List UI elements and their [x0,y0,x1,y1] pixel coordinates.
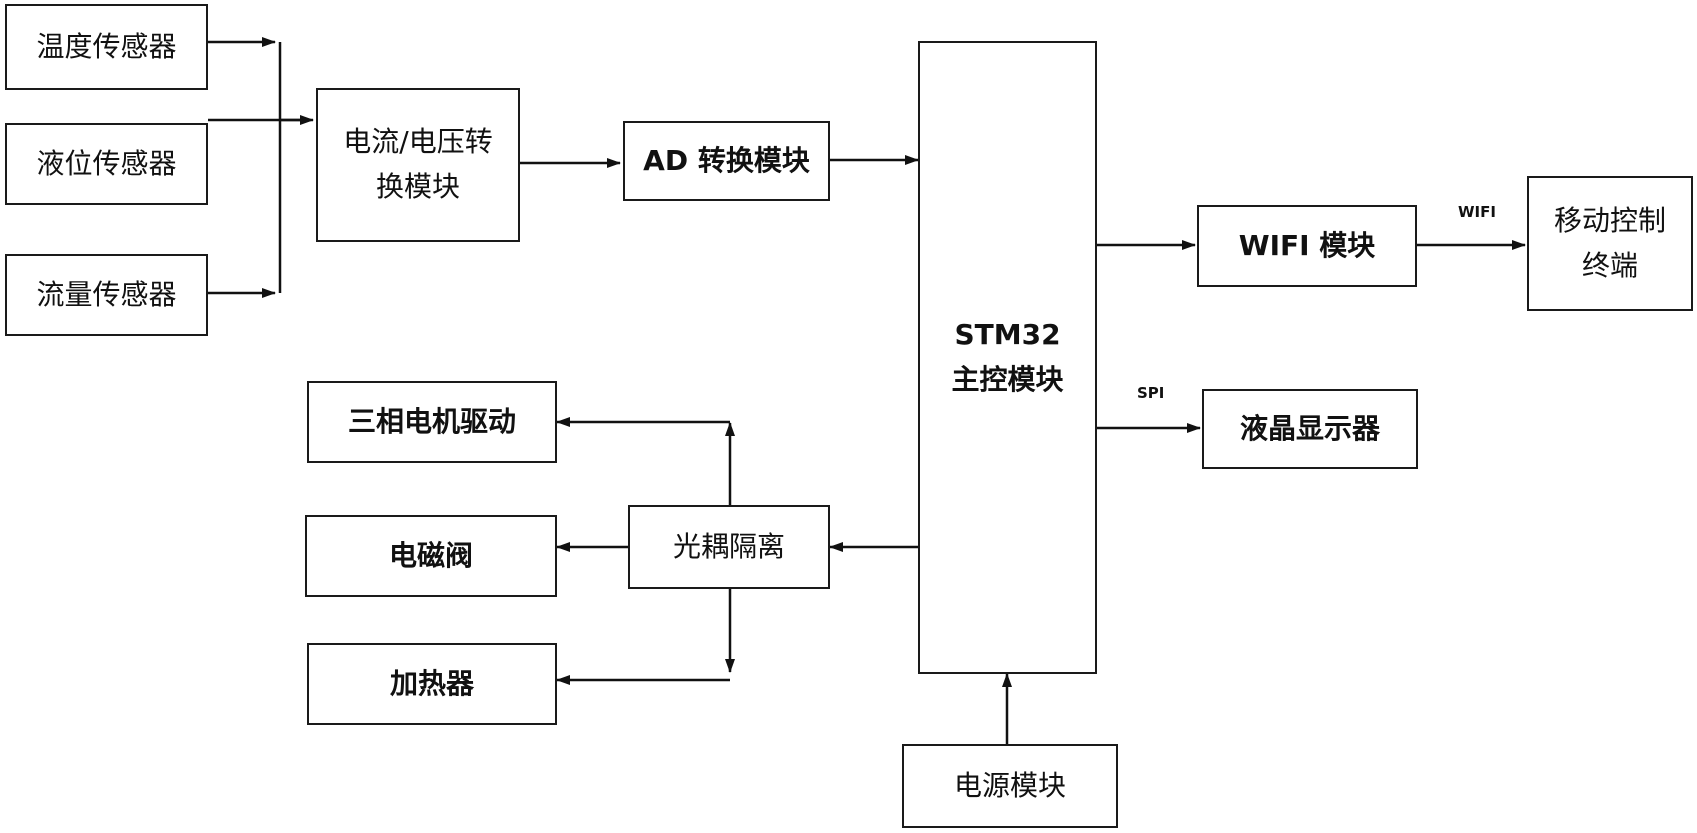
mobile-terminal-box: 移动控制 终端 [1527,176,1693,311]
level-sensor-box: 液位传感器 [5,123,208,205]
power-module-label: 电源模块 [953,768,1066,802]
mcu-line2: 主控模块 [951,362,1064,396]
lcd-display-label: 液晶显示器 [1239,411,1380,445]
temp-sensor-box: 温度传感器 [5,4,208,90]
wifi-edge-label: WIFI [1458,203,1496,221]
mcu-box: STM32 主控模块 [918,41,1097,674]
optocoupler-label: 光耦隔离 [672,529,785,563]
solenoid-valve-box: 电磁阀 [305,515,557,597]
lcd-display-box: 液晶显示器 [1202,389,1418,469]
flow-sensor-label: 流量传感器 [36,277,177,311]
iv-converter-label: 电流/电压转 换模块 [343,120,492,210]
solenoid-valve-label: 电磁阀 [388,538,473,572]
spi-edge-label: SPI [1137,384,1165,402]
iv-converter-box: 电流/电压转 换模块 [316,88,520,242]
mobile-terminal-line2: 终端 [1581,248,1638,282]
iv-converter-line1: 电流/电压转 [343,125,493,159]
temp-sensor-label: 温度传感器 [36,29,177,63]
wifi-module-box: WIFI 模块 [1197,205,1417,287]
optocoupler-box: 光耦隔离 [628,505,830,589]
heater-label: 加热器 [389,666,474,700]
flow-sensor-box: 流量传感器 [5,254,208,336]
mobile-terminal-line1: 移动控制 [1553,203,1666,237]
wifi-module-label: WIFI 模块 [1238,228,1376,262]
mcu-line1: STM32 [954,317,1061,351]
ad-converter-label: AD 转换模块 [643,143,810,177]
iv-converter-line2: 换模块 [375,170,460,203]
motor-driver-box: 三相电机驱动 [307,381,557,463]
motor-driver-label: 三相电机驱动 [347,404,516,438]
heater-box: 加热器 [307,643,557,725]
power-module-box: 电源模块 [902,744,1118,828]
ad-converter-box: AD 转换模块 [623,121,830,201]
level-sensor-label: 液位传感器 [36,146,177,180]
mobile-terminal-label: 移动控制 终端 [1554,199,1666,289]
